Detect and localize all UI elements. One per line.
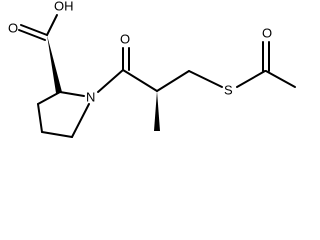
bond-ring-c5-n [71, 103, 90, 138]
bond-ring-c2-n [59, 91, 85, 97]
wedge-bond-acid [47, 35, 62, 93]
bond-amide-c-chiral [122, 69, 158, 92]
atom-label-oh: OH [54, 0, 74, 13]
atom-label-s: S [224, 82, 233, 97]
bond-thioester-methyl [265, 70, 296, 88]
bond-ring-c2-c3 [37, 91, 61, 105]
bond-ring-c4-c5 [41, 131, 73, 138]
chemical-structure: OH O N O S O [8, 0, 296, 138]
bond-c-o-acid-single [46, 14, 58, 36]
bond-chiral-ch2 [156, 70, 190, 92]
wedge-bond-methyl [154, 91, 160, 131]
bond-s-thioester-c [236, 70, 266, 88]
bond-ch2-s [188, 70, 223, 88]
atom-label-o-acid: O [8, 20, 18, 35]
bond-c-o-acid-double-a [20, 24, 48, 36]
bond-c-o-acid-double-b [18, 29, 46, 41]
atom-label-o-thioester: O [262, 25, 272, 40]
bond-n-amide-c [97, 69, 124, 93]
atom-label-n: N [86, 89, 95, 104]
bond-ring-c3-c4 [37, 103, 43, 133]
atom-label-o-amide: O [120, 31, 130, 46]
